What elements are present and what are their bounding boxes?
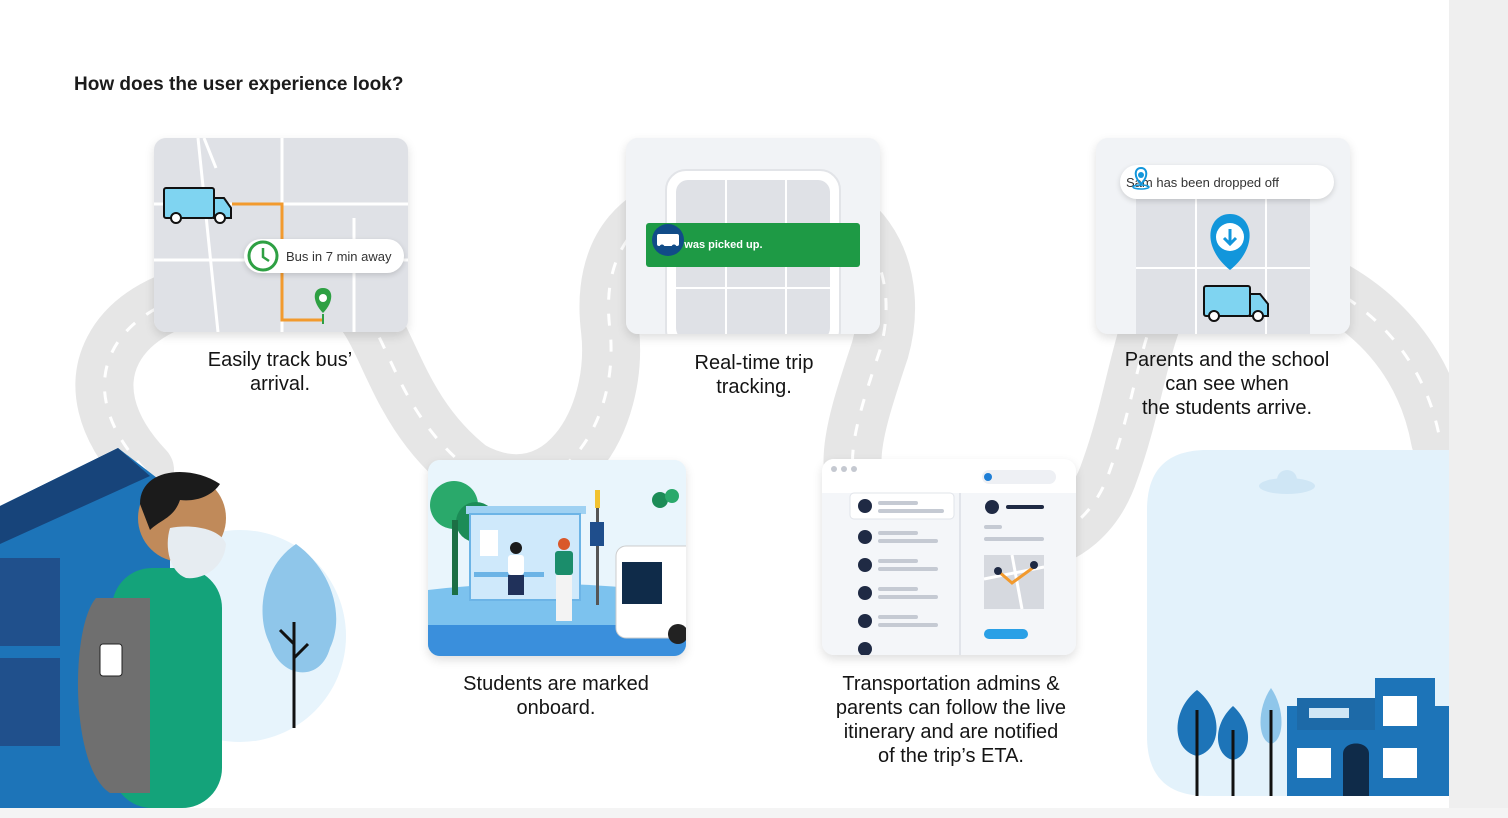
school-building-icon: [1287, 678, 1449, 796]
bus-front-icon: [615, 545, 686, 644]
student-seated-icon: [508, 542, 524, 595]
step-4-dashboard-card: [822, 459, 1076, 655]
location-pin-icon: [314, 288, 332, 324]
tree-icon: [262, 544, 337, 728]
school-scene: [1147, 450, 1449, 796]
step-5-dropoff-card: Sam has been dropped off: [1096, 138, 1350, 334]
step-1-map-card: Bus in 7 min away: [154, 138, 408, 332]
map-illustration: [154, 138, 408, 332]
mini-map-icon: [983, 554, 1045, 610]
truck-icon: [1203, 285, 1269, 322]
bus-stop-illustration: [428, 460, 686, 656]
bus-stop-sign-icon: [590, 490, 604, 605]
dropoff-text: Sam has been dropped off: [1126, 174, 1279, 190]
right-margin-strip: [1449, 0, 1508, 808]
dropoff-badge: Sam has been dropped off: [1120, 165, 1334, 199]
step-2-bus-stop-card: [428, 460, 686, 656]
student-scene: [0, 448, 346, 808]
bus-eta-badge: Bus in 7 min away: [244, 239, 404, 273]
step-3-caption: Real-time trip tracking.: [694, 352, 814, 398]
tree-icon: [1177, 688, 1282, 796]
step-2-caption: Students are marked onboard.: [463, 673, 649, 719]
cloud-icon: [1259, 470, 1315, 494]
bus-icon: [652, 224, 684, 256]
truck-icon: [163, 187, 232, 224]
student-standing-icon: [555, 538, 573, 621]
picked-up-text: Sam was picked up.: [658, 239, 763, 251]
step-1-caption: Easily track bus’ arrival.: [207, 349, 353, 395]
step-4-caption: Transportation admins & parents can foll…: [835, 673, 1067, 767]
clock-icon: [247, 240, 279, 272]
bus-eta-text: Bus in 7 min away: [286, 248, 392, 264]
page-heading: How does the user experience look?: [74, 74, 404, 95]
cloud-icon: [652, 489, 679, 508]
location-star-icon: [1132, 166, 1150, 190]
phone-illustration: [626, 138, 880, 334]
bottom-margin-strip: [0, 808, 1508, 818]
dropoff-pin-icon: [1210, 214, 1250, 270]
step-3-phone-card: Sam was picked up.: [626, 138, 880, 334]
picked-up-notification: Sam was picked up.: [646, 223, 860, 267]
dashboard-illustration: [822, 459, 1076, 655]
student-icon: [77, 472, 226, 808]
step-5-caption: Parents and the school can see when the …: [1124, 349, 1330, 419]
